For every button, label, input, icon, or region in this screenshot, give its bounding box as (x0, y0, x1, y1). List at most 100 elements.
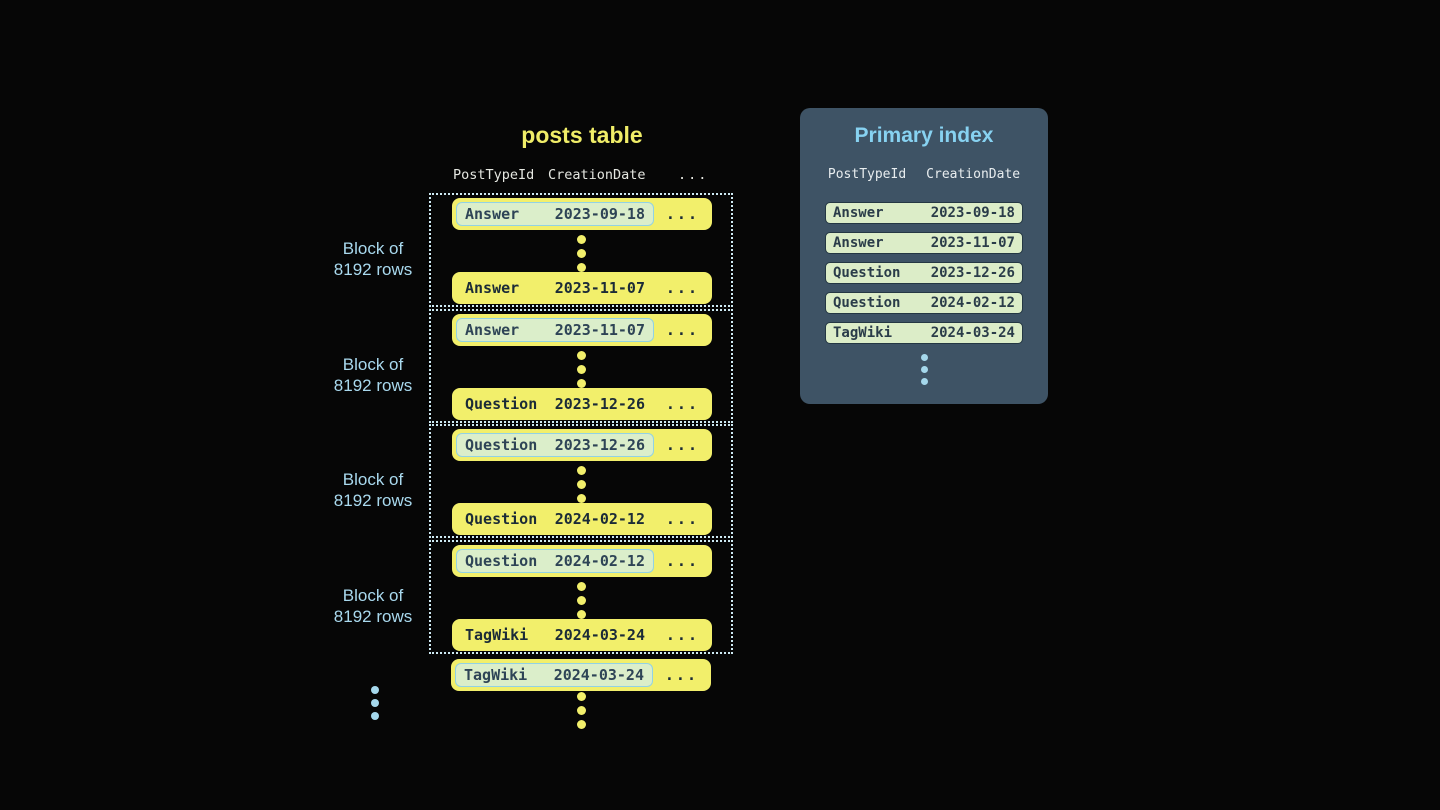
table-row: Question 2023-12-26 ... (452, 388, 712, 420)
rows-ellipsis-dots (431, 235, 731, 272)
post-type: Question (465, 510, 538, 528)
post-type: Answer (833, 205, 884, 221)
creation-date: 2024-02-12 (930, 295, 1015, 311)
posts-table-title: posts table (521, 122, 643, 148)
block-label-2: Block of 8192 rows (324, 354, 422, 396)
block-label-line1: Block of (342, 239, 404, 258)
dot-icon (371, 699, 379, 707)
index-row: Question 2023-12-26 (825, 262, 1023, 284)
creation-date: 2024-03-24 (554, 626, 645, 644)
post-type: Answer (465, 205, 520, 223)
row-values: Answer 2023-11-07 (456, 276, 654, 300)
block-label-line2: 8192 rows (333, 491, 413, 510)
dot-icon (920, 354, 928, 361)
dot-icon (576, 692, 586, 701)
table-row: Question 2023-12-26 ... (452, 429, 712, 461)
primary-index-title: Primary index (854, 124, 994, 147)
dot-icon (576, 720, 586, 729)
primary-index-rows: Answer 2023-09-18 Answer 2023-11-07 Ques… (825, 202, 1023, 352)
block-label-3: Block of 8192 rows (324, 469, 422, 511)
post-type: Question (465, 395, 538, 413)
dot-icon (920, 366, 928, 373)
index-row: Answer 2023-11-07 (825, 232, 1023, 254)
creation-date: 2023-11-07 (930, 235, 1015, 251)
creation-date: 2023-12-26 (554, 436, 645, 454)
index-entry-highlight: TagWiki 2024-03-24 (455, 663, 653, 687)
post-type: TagWiki (464, 666, 528, 684)
dot-icon (576, 235, 586, 244)
blocks-continue-dots (330, 686, 420, 720)
creation-date: 2024-02-12 (554, 510, 645, 528)
block-label-line1: Block of (342, 470, 404, 489)
dot-icon (576, 249, 586, 258)
row-ellipsis: ... (665, 321, 699, 339)
index-row: Question 2024-02-12 (825, 292, 1023, 314)
post-type: TagWiki (833, 325, 893, 341)
table-row: Answer 2023-09-18 ... (452, 198, 712, 230)
post-type: Answer (833, 235, 884, 251)
index-row: TagWiki 2024-03-24 (825, 322, 1023, 344)
post-type: Question (833, 295, 901, 311)
creation-date: 2023-09-18 (930, 205, 1015, 221)
dot-icon (576, 351, 586, 360)
row-ellipsis: ... (664, 666, 698, 684)
table-row: Question 2024-02-12 ... (452, 503, 712, 535)
row-ellipsis: ... (665, 510, 699, 528)
creation-date: 2024-02-12 (554, 552, 645, 570)
dot-icon (371, 712, 379, 720)
post-type: TagWiki (465, 626, 529, 644)
index-entry-highlight: Answer 2023-09-18 (456, 202, 654, 226)
creation-date: 2024-03-24 (930, 325, 1015, 341)
table-block-1: Answer 2023-09-18 ... Answer 2023-11-07 … (429, 193, 733, 307)
index-row: Answer 2023-09-18 (825, 202, 1023, 224)
index-entry-highlight: Answer 2023-11-07 (456, 318, 654, 342)
rows-ellipsis-dots (431, 466, 731, 503)
table-row: Answer 2023-11-07 ... (452, 272, 712, 304)
creation-date: 2023-09-18 (554, 205, 645, 223)
post-type: Question (465, 552, 538, 570)
index-entry-highlight: Question 2023-12-26 (456, 433, 654, 457)
post-type: Question (833, 265, 901, 281)
posts-column-posttypeid: PostTypeId (453, 167, 535, 183)
rows-ellipsis-dots (431, 582, 731, 619)
index-column-creationdate: CreationDate (926, 167, 1021, 182)
row-values: TagWiki 2024-03-24 (456, 623, 654, 647)
row-ellipsis: ... (665, 279, 699, 297)
dot-icon (371, 686, 379, 694)
rows-ellipsis-dots (431, 351, 731, 388)
dot-icon (576, 706, 586, 715)
block-label-line2: 8192 rows (333, 376, 413, 395)
dot-icon (920, 378, 928, 385)
creation-date: 2023-12-26 (930, 265, 1015, 281)
posts-columns-ellipsis: ... (678, 167, 709, 183)
post-type: Answer (465, 321, 520, 339)
row-ellipsis: ... (665, 205, 699, 223)
table-row-overflow: TagWiki 2024-03-24 ... (451, 659, 711, 691)
dot-icon (576, 480, 586, 489)
row-ellipsis: ... (665, 395, 699, 413)
dot-icon (576, 379, 586, 388)
post-type: Answer (465, 279, 520, 297)
dot-icon (576, 610, 586, 619)
table-block-3: Question 2023-12-26 ... Question 2024-02… (429, 424, 733, 538)
block-label-1: Block of 8192 rows (324, 238, 422, 280)
block-label-line2: 8192 rows (333, 260, 413, 279)
block-label-line1: Block of (342, 355, 404, 374)
index-column-posttypeid: PostTypeId (827, 167, 907, 182)
creation-date: 2023-12-26 (554, 395, 645, 413)
block-label-4: Block of 8192 rows (324, 585, 422, 627)
dot-icon (576, 365, 586, 374)
creation-date: 2023-11-07 (554, 279, 645, 297)
table-block-2: Answer 2023-11-07 ... Question 2023-12-2… (429, 309, 733, 423)
dot-icon (576, 263, 586, 272)
dot-icon (576, 596, 586, 605)
index-continues-dots (800, 354, 1048, 385)
posts-column-creationdate: CreationDate (548, 167, 646, 183)
row-ellipsis: ... (665, 626, 699, 644)
block-label-line1: Block of (342, 586, 404, 605)
row-ellipsis: ... (665, 552, 699, 570)
table-row: TagWiki 2024-03-24 ... (452, 619, 712, 651)
primary-index-headers: PostTypeId CreationDate (800, 167, 1048, 182)
post-type: Question (465, 436, 538, 454)
